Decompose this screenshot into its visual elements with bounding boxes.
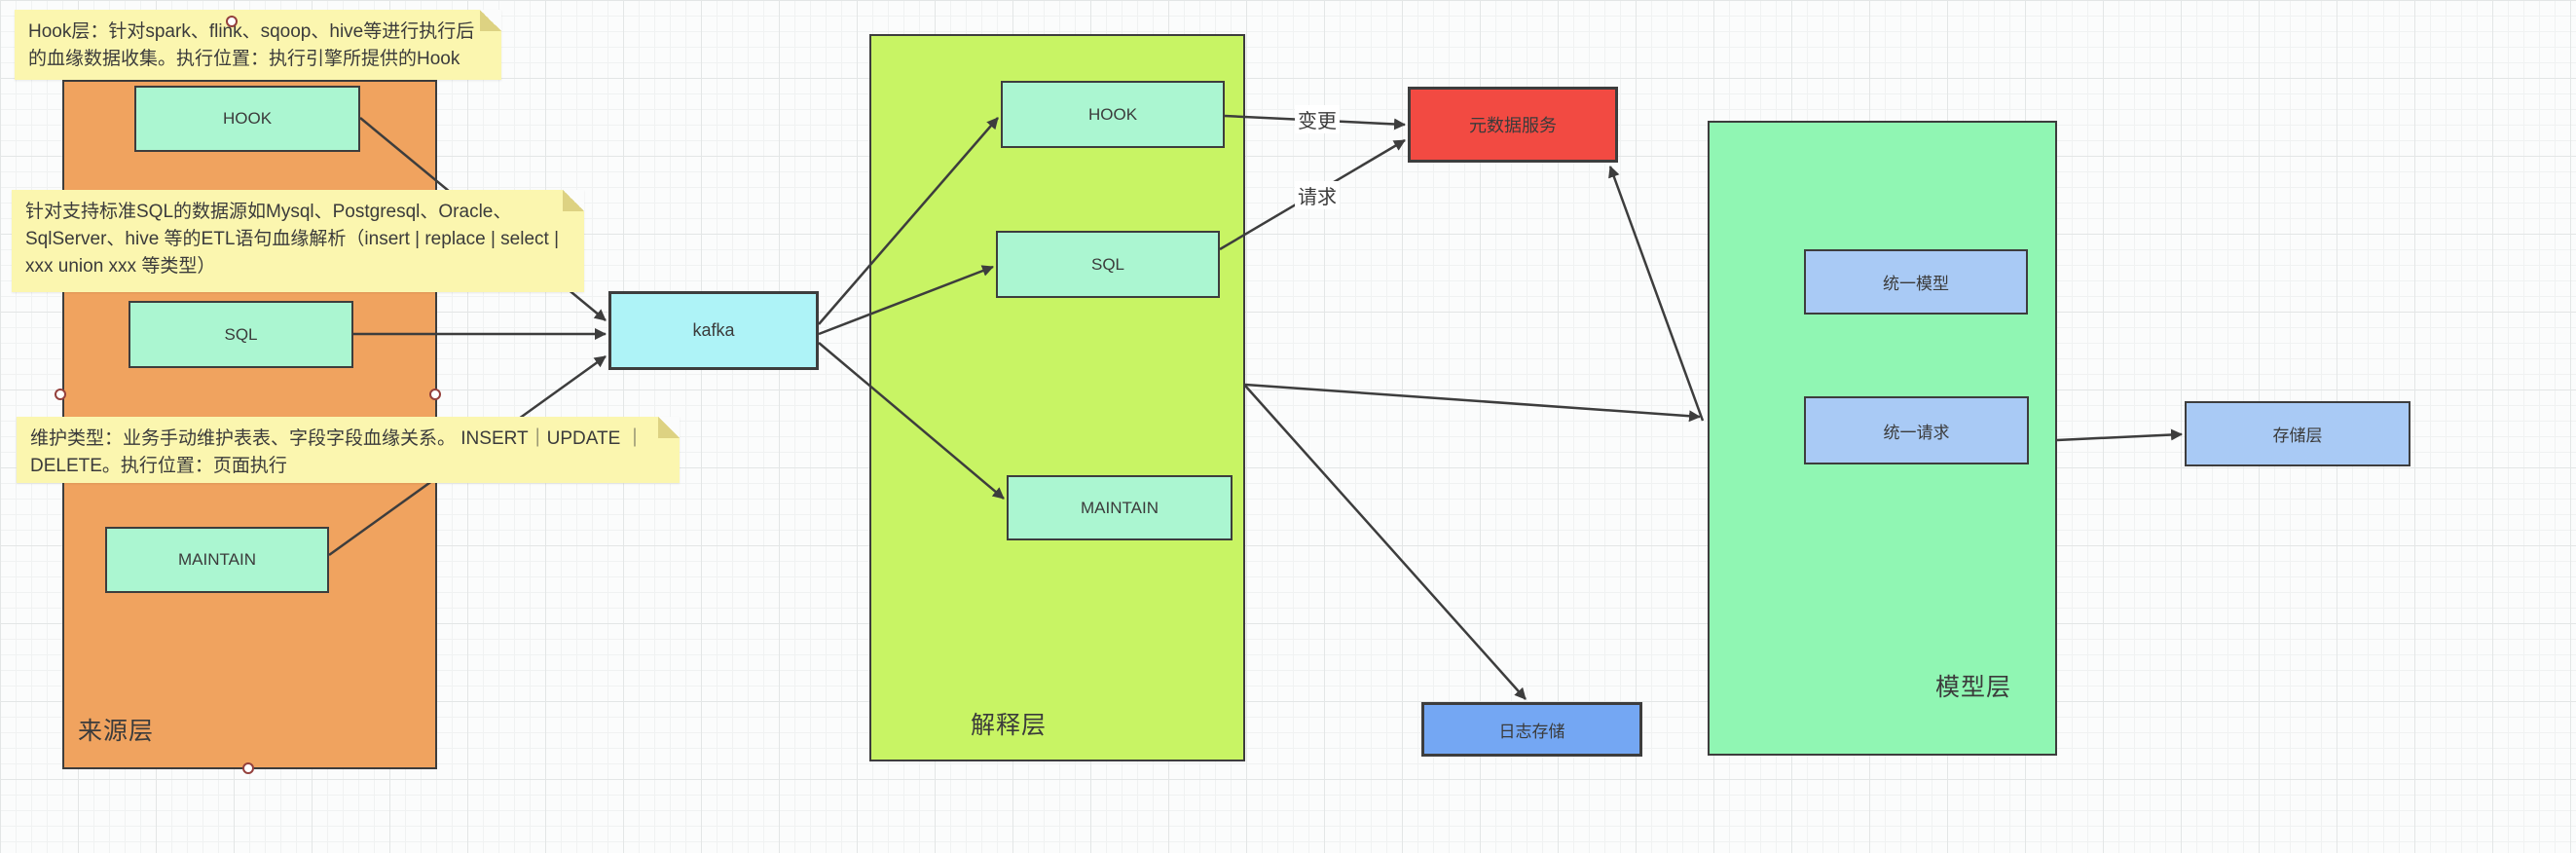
sticky-note-hook[interactable]: Hook层：针对spark、flink、sqoop、hive等进行执行后的血缘数… [15, 10, 501, 80]
edge-model-to-storage[interactable] [2056, 428, 2183, 442]
edge-model-to-metadata[interactable] [1608, 166, 1705, 422]
note-fold-corner [658, 417, 680, 438]
edge-label-request[interactable]: 请求 [1295, 181, 1340, 209]
sticky-note-sql-text: 针对支持标准SQL的数据源如Mysql、Postgresql、Oracle、Sq… [25, 202, 560, 277]
connection-point[interactable] [55, 389, 66, 400]
interpret-sql-box[interactable]: SQL [996, 231, 1220, 298]
source-layer-label: 来源层 [78, 718, 155, 745]
edge-interpret-to-log-storage[interactable] [1244, 385, 1527, 700]
source-maintain-box[interactable]: MAINTAIN [105, 527, 329, 593]
sticky-note-maintain[interactable]: 维护类型：业务手动维护表表、字段字段血缘关系。 INSERT｜UPDATE ｜D… [17, 417, 680, 483]
storage-layer-node[interactable]: 存储层 [2185, 401, 2410, 466]
edge-interpret-to-model[interactable] [1244, 383, 1701, 423]
unified-request-box[interactable]: 统一请求 [1804, 396, 2029, 464]
sticky-note-maintain-text: 维护类型：业务手动维护表表、字段字段血缘关系。 INSERT｜UPDATE ｜D… [30, 428, 644, 476]
note-fold-corner [563, 190, 584, 211]
edge-label-change[interactable]: 变更 [1295, 105, 1340, 133]
note-fold-corner [480, 10, 501, 31]
log-storage-node[interactable]: 日志存储 [1421, 702, 1642, 757]
interpret-layer-label: 解释层 [971, 712, 1048, 739]
connection-point[interactable] [242, 762, 254, 774]
sticky-note-hook-text: Hook层：针对spark、flink、sqoop、hive等进行执行后的血缘数… [28, 21, 475, 69]
model-layer-label: 模型层 [1935, 674, 2012, 701]
interpret-hook-box[interactable]: HOOK [1001, 81, 1225, 148]
source-hook-box[interactable]: HOOK [134, 86, 360, 152]
source-sql-box[interactable]: SQL [129, 301, 353, 368]
connection-point[interactable] [429, 389, 441, 400]
unified-model-box[interactable]: 统一模型 [1804, 249, 2028, 315]
kafka-node[interactable]: kafka [608, 291, 819, 370]
connection-point[interactable] [226, 16, 238, 27]
metadata-service-node[interactable]: 元数据服务 [1408, 87, 1618, 163]
sticky-note-sql[interactable]: 针对支持标准SQL的数据源如Mysql、Postgresql、Oracle、Sq… [12, 190, 584, 292]
interpret-maintain-box[interactable]: MAINTAIN [1007, 475, 1233, 540]
